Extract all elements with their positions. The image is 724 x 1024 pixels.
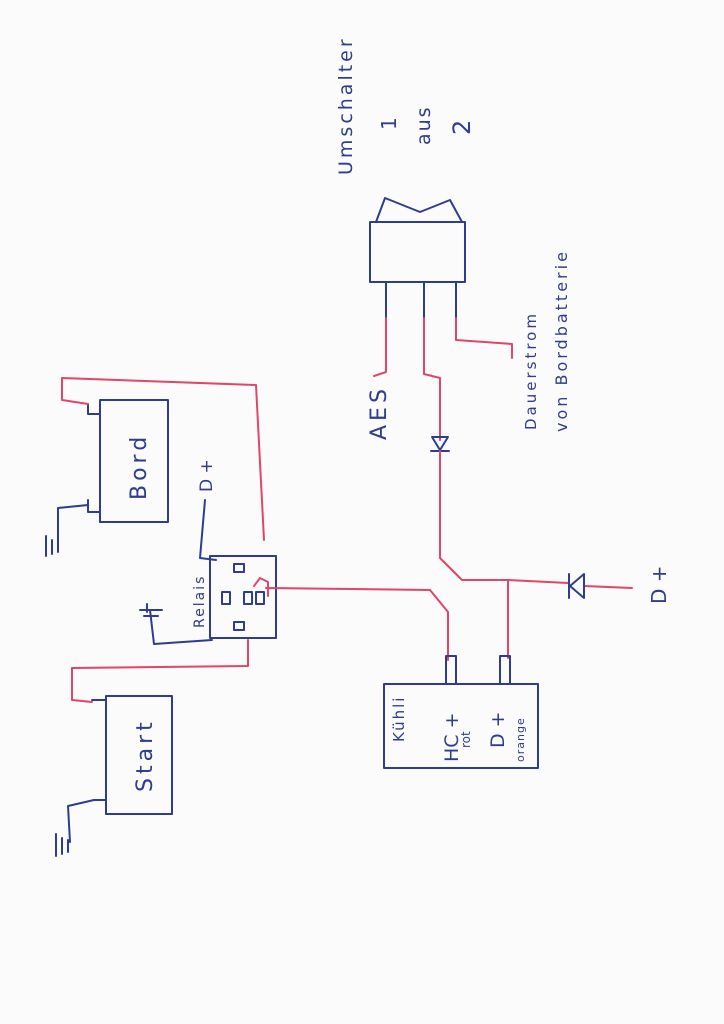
wire-dplus-top xyxy=(199,499,217,561)
switch-position-1: 1 xyxy=(377,117,401,130)
switch-title: Umschalter xyxy=(335,36,357,175)
dplus-top-label: D + xyxy=(197,459,217,492)
wire-dplus-right xyxy=(507,579,633,589)
ground-relais xyxy=(139,603,163,617)
aes-label: AES xyxy=(367,385,392,440)
wire-relais-to-fridge-hc xyxy=(265,587,449,661)
wire-relais-ground xyxy=(149,609,213,645)
relais-label: Relais xyxy=(192,575,208,628)
switch-position-2: 2 xyxy=(448,120,476,135)
fridge-title: Kühli xyxy=(390,696,408,742)
bord-battery xyxy=(45,377,265,557)
dplus-right-label: D + xyxy=(647,565,671,604)
fridge-hc-color: rot xyxy=(459,731,473,748)
dauerstrom-label-2: von Bordbatterie xyxy=(552,249,571,432)
fridge-hc-label: HC + xyxy=(441,712,463,762)
start-battery-label: Start xyxy=(133,718,158,792)
switch-wires xyxy=(373,317,513,441)
dauerstrom-label-1: Dauerstrom xyxy=(522,311,540,430)
switch-position-word: aus xyxy=(413,105,435,145)
wire-diode-to-junction xyxy=(439,450,509,581)
switch-labels: Umschalter 1 aus 2 xyxy=(335,36,476,175)
start-battery xyxy=(55,695,173,857)
fridge-d-color: orange xyxy=(514,717,527,762)
fridge-unit xyxy=(383,655,539,769)
relais xyxy=(209,555,277,639)
diode-dplus xyxy=(568,573,585,599)
wire-relais-to-start xyxy=(71,639,249,703)
fridge-d-label: D + xyxy=(487,711,509,748)
bord-battery-label: Bord xyxy=(127,433,152,500)
switch-body xyxy=(369,197,466,319)
